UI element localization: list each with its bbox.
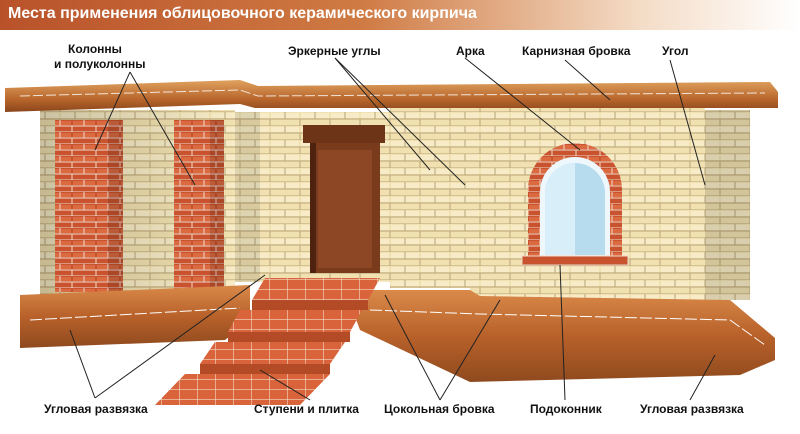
label-plinth: Цокольная бровка bbox=[384, 402, 495, 416]
label-bay-corners: Эркерные углы bbox=[288, 44, 381, 58]
columns bbox=[55, 120, 224, 292]
cornice bbox=[5, 80, 778, 112]
label-cornice: Карнизная бровка bbox=[522, 44, 631, 58]
title-bar: Места применения облицовочного керамичес… bbox=[0, 0, 800, 30]
steps bbox=[155, 278, 380, 405]
label-steps: Ступени и плитка bbox=[254, 402, 359, 416]
label-corner-tie-right: Угловая развязка bbox=[640, 402, 744, 416]
plinth bbox=[20, 285, 775, 382]
leader-lines bbox=[69, 57, 716, 401]
label-columns-line1: Колонны bbox=[68, 42, 122, 56]
label-corner: Угол bbox=[662, 44, 689, 58]
door bbox=[303, 125, 385, 273]
bay-wall bbox=[390, 108, 470, 288]
label-corner-tie-left: Угловая развязка bbox=[44, 402, 148, 416]
label-columns-line2: и полуколонны bbox=[54, 57, 146, 71]
arch-window bbox=[521, 143, 629, 266]
figure-title: Места применения облицовочного керамичес… bbox=[8, 5, 477, 22]
label-arch: Арка bbox=[456, 44, 485, 58]
label-sill: Подоконник bbox=[530, 402, 602, 416]
